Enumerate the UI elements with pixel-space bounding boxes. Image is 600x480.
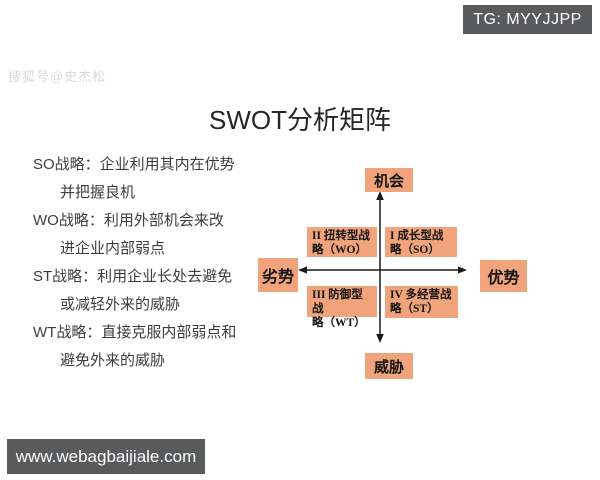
axis-label-weakness: 劣势 xyxy=(258,258,298,292)
quadrant-iv-st: IV 多经营战 略（ST） xyxy=(385,286,458,318)
quadrant-iii-line1: III 防御型战 xyxy=(312,289,363,315)
axis-label-strength: 优势 xyxy=(480,260,527,292)
strategy-wt: WT战略：直接克服内部弱点和 避免外来的威胁 xyxy=(33,319,273,375)
quadrant-iii-line2: 略（WT） xyxy=(312,317,366,329)
strategy-so: SO战略：企业利用其内在优势 并把握良机 xyxy=(33,151,273,207)
strategy-st-line2: 或减轻外来的威胁 xyxy=(60,296,181,313)
footer-url: www.webagbaijiale.com xyxy=(7,439,205,474)
strategy-wo-line2: 进企业内部弱点 xyxy=(60,240,166,257)
strategy-so-line1: SO战略：企业利用其内在优势 xyxy=(33,156,235,173)
strategy-list: SO战略：企业利用其内在优势 并把握良机 WO战略：利用外部机会来改 进企业内部… xyxy=(33,151,273,375)
quadrant-ii-wo: II 扭转型战 略（WO） xyxy=(307,227,377,257)
quadrant-iii-wt: III 防御型战 略（WT） xyxy=(307,286,377,329)
quadrant-iv-line2: 略（ST） xyxy=(390,303,439,315)
strategy-st: ST战略：利用企业长处去避免 或减轻外来的威胁 xyxy=(33,263,273,319)
page-title: SWOT分析矩阵 xyxy=(209,105,391,135)
quadrant-ii-line2: 略（WO） xyxy=(312,244,367,256)
strategy-wo-line1: WO战略：利用外部机会来改 xyxy=(33,212,224,229)
arrow-right-icon xyxy=(458,266,467,274)
strategy-st-line1: ST战略：利用企业长处去避免 xyxy=(33,268,233,285)
axis-label-threat: 威胁 xyxy=(365,353,413,379)
arrow-left-icon xyxy=(298,266,307,274)
arrow-down-icon xyxy=(376,334,384,343)
strategy-so-line2: 并把握良机 xyxy=(60,184,136,201)
quadrant-iv-line1: IV 多经营战 xyxy=(390,289,452,301)
quadrant-i-line2: 略（SO） xyxy=(390,244,440,256)
strategy-wt-line2: 避免外来的威胁 xyxy=(60,352,166,369)
arrow-up-icon xyxy=(376,191,384,200)
watermark: 搜狐号@史杰松 xyxy=(8,69,107,84)
tg-badge: TG: MYYJJPP xyxy=(463,5,592,34)
quadrant-ii-line1: II 扭转型战 xyxy=(312,230,370,242)
axis-label-opportunity: 机会 xyxy=(365,168,413,192)
strategy-wo: WO战略：利用外部机会来改 进企业内部弱点 xyxy=(33,207,273,263)
quadrant-i-so: I 成长型战 略（SO） xyxy=(385,227,457,257)
strategy-wt-line1: WT战略：直接克服内部弱点和 xyxy=(33,324,237,341)
quadrant-i-line1: I 成长型战 xyxy=(390,230,444,242)
